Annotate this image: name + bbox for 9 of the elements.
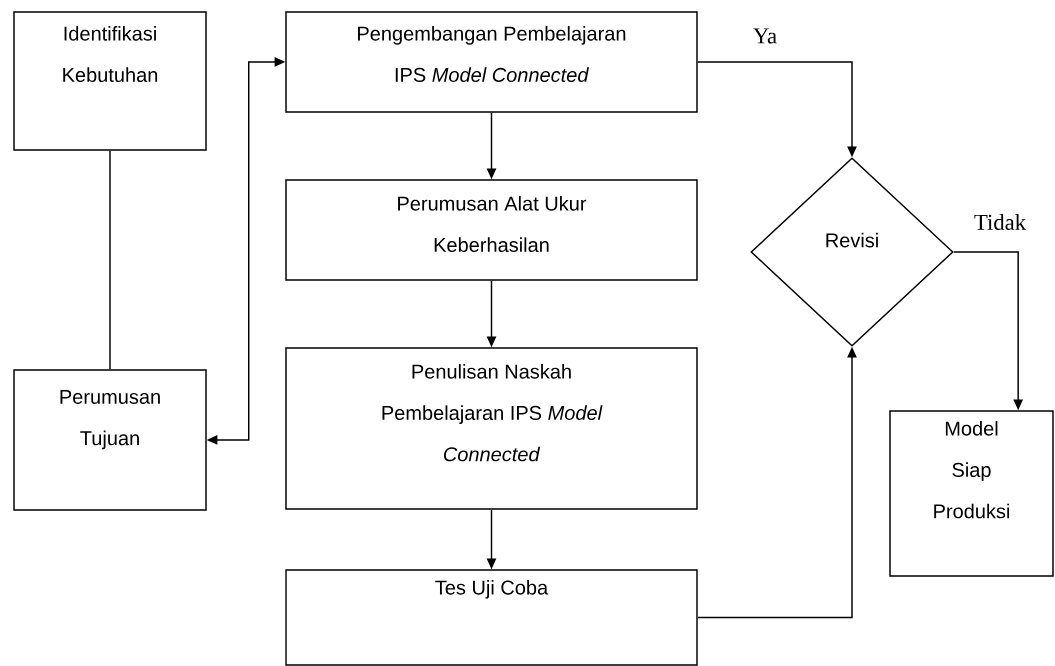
process-box: Perumusan Tujuan — [13, 369, 207, 511]
process-box: Model Siap Produksi — [889, 410, 1054, 577]
process-box: Perumusan Alat Ukur Keberhasilan — [285, 179, 698, 281]
process-box: Tes Uji Coba — [285, 569, 698, 666]
process-box: Penulisan Naskah Pembelajaran IPS Model Connected — [285, 347, 698, 510]
edge-label: Ya — [751, 27, 779, 45]
process-box: Pengembangan Pembelajaran IPS Model Connected — [285, 11, 698, 113]
edge-label: Tidak — [972, 212, 1028, 232]
process-box: Identifikasi Kebutuhan — [13, 11, 207, 151]
